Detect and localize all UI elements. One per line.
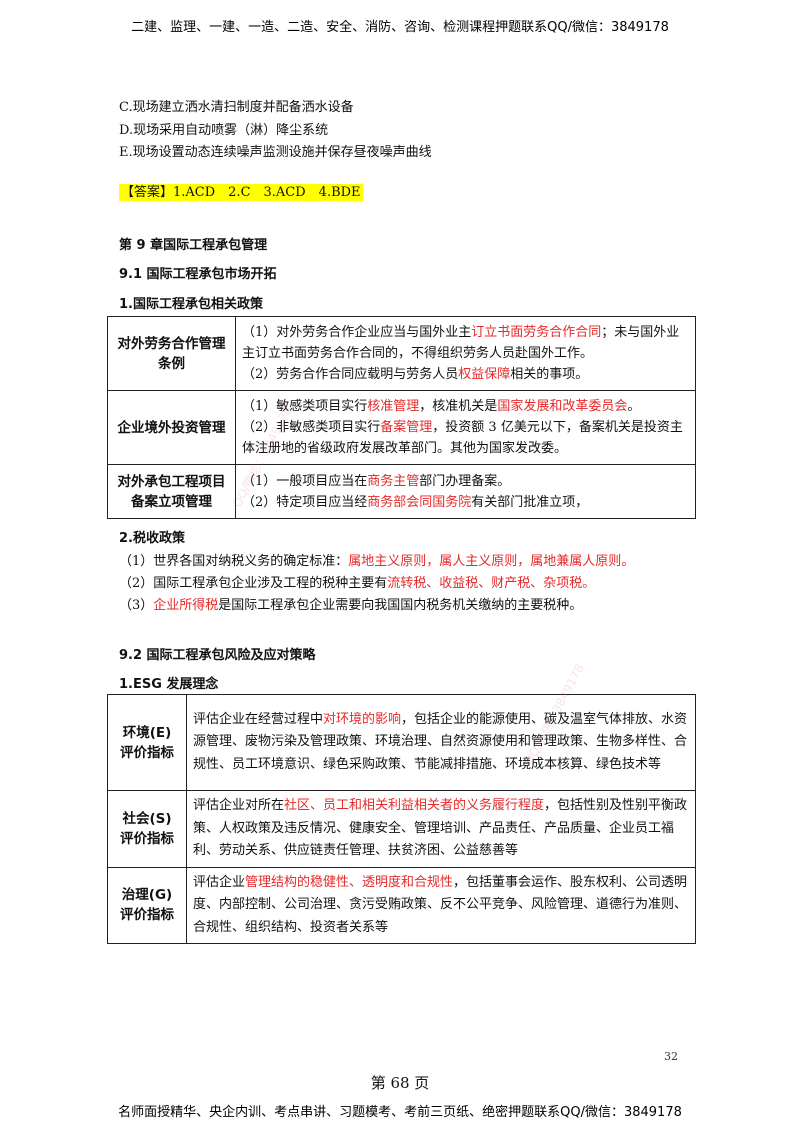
page-number: 第 68 页 (370, 1074, 430, 1092)
subheading-tax: 2.税收政策 (119, 531, 185, 546)
policy-label-investment: 企业境外投资管理 (107, 390, 236, 465)
answer-options: C.现场建立洒水清扫制度并配备洒水设备 D.现场采用自动喷雾（淋）降尘系统 E.… (119, 97, 432, 165)
esg-text-governance: 评估企业管理结构的稳健性、透明度和合规性，包括董事会运作、股东权利、公司透明度、… (186, 866, 696, 944)
policy-row-labor: 对外劳务合作管理条例 （1）对外劳务合作企业应当与国外业主订立书面劳务合作合同；… (107, 316, 696, 391)
printed-page-number: 32 (664, 1050, 678, 1063)
esg-text-environment: 评估企业在经营过程中对环境的影响，包括企业的能源使用、碳及温室气体排放、水资源管… (186, 694, 696, 791)
tax-item-3: （3）企业所得税是国际工程承包企业需要向我国国内税务机关缴纳的主要税种。 (119, 598, 583, 613)
answer-highlight: 【答案】1.ACD 2.C 3.ACD 4.BDE (119, 184, 363, 201)
tax-item-1: （1）世界各国对纳税义务的确定标准：属地主义原则，属人主义原则，属地兼属人原则。 (119, 554, 635, 569)
option-d: D.现场采用自动喷雾（淋）降尘系统 (119, 122, 329, 138)
policy-row-contracting: 对外承包工程项目备案立项管理 （1）一般项目应当在商务主管部门办理备案。 （2）… (107, 464, 696, 519)
esg-label-governance: 治理(G)评价指标 (107, 866, 187, 944)
esg-table: 环境(E)评价指标 评估企业在经营过程中对环境的影响，包括企业的能源使用、碳及温… (107, 694, 696, 944)
esg-text-social: 评估企业对所在社区、员工和相关利益相关者的义务履行程度，包括性别及性别平衡政策、… (186, 790, 696, 868)
esg-label-social: 社会(S)评价指标 (107, 790, 187, 868)
subheading-esg: 1.ESG 发展理念 (119, 677, 219, 692)
section-heading-9-1: 9.1 国际工程承包市场开拓 (119, 267, 277, 282)
option-c: C.现场建立洒水清扫制度并配备洒水设备 (119, 100, 354, 115)
policy-row-investment: 企业境外投资管理 （1）敏感类项目实行核准管理，核准机关是国家发展和改革委员会。… (107, 390, 696, 465)
esg-row-environment: 环境(E)评价指标 评估企业在经营过程中对环境的影响，包括企业的能源使用、碳及温… (107, 694, 696, 791)
chapter-title: 第 9 章国际工程承包管理 (119, 238, 268, 253)
policy-table: 对外劳务合作管理条例 （1）对外劳务合作企业应当与国外业主订立书面劳务合作合同；… (107, 316, 696, 519)
policy-label-contracting: 对外承包工程项目备案立项管理 (107, 464, 236, 519)
policy-text-contracting: （1）一般项目应当在商务主管部门办理备案。 （2）特定项目应当经商务部会同国务院… (235, 464, 696, 519)
top-banner: 二建、监理、一建、一造、二造、安全、消防、咨询、检测课程押题联系QQ/微信：38… (131, 20, 669, 35)
tax-item-2: （2）国际工程承包企业涉及工程的税种主要有流转税、收益税、财产税、杂项税。 (119, 576, 596, 591)
subheading-policy: 1.国际工程承包相关政策 (119, 297, 263, 312)
policy-text-labor: （1）对外劳务合作企业应当与国外业主订立书面劳务合作合同；未与国外业主订立书面劳… (235, 316, 696, 391)
esg-row-social: 社会(S)评价指标 评估企业对所在社区、员工和相关利益相关者的义务履行程度，包括… (107, 790, 696, 868)
option-e: E.现场设置动态连续噪声监测设施并保存昼夜噪声曲线 (119, 145, 432, 160)
esg-row-governance: 治理(G)评价指标 评估企业管理结构的稳健性、透明度和合规性，包括董事会运作、股… (107, 866, 696, 944)
tax-policy-list: （1）世界各国对纳税义务的确定标准：属地主义原则，属人主义原则，属地兼属人原则。… (119, 551, 634, 617)
answer-key: 【答案】1.ACD 2.C 3.ACD 4.BDE (119, 181, 363, 201)
policy-text-investment: （1）敏感类项目实行核准管理，核准机关是国家发展和改革委员会。 （2）非敏感类项… (235, 390, 696, 465)
esg-label-environment: 环境(E)评价指标 (107, 694, 187, 791)
section-heading-9-2: 9.2 国际工程承包风险及应对策略 (119, 648, 316, 663)
policy-label-labor: 对外劳务合作管理条例 (107, 316, 236, 391)
bottom-banner: 名师面授精华、央企内训、考点串讲、习题模考、考前三页纸、绝密押题联系QQ/微信：… (118, 1105, 682, 1120)
